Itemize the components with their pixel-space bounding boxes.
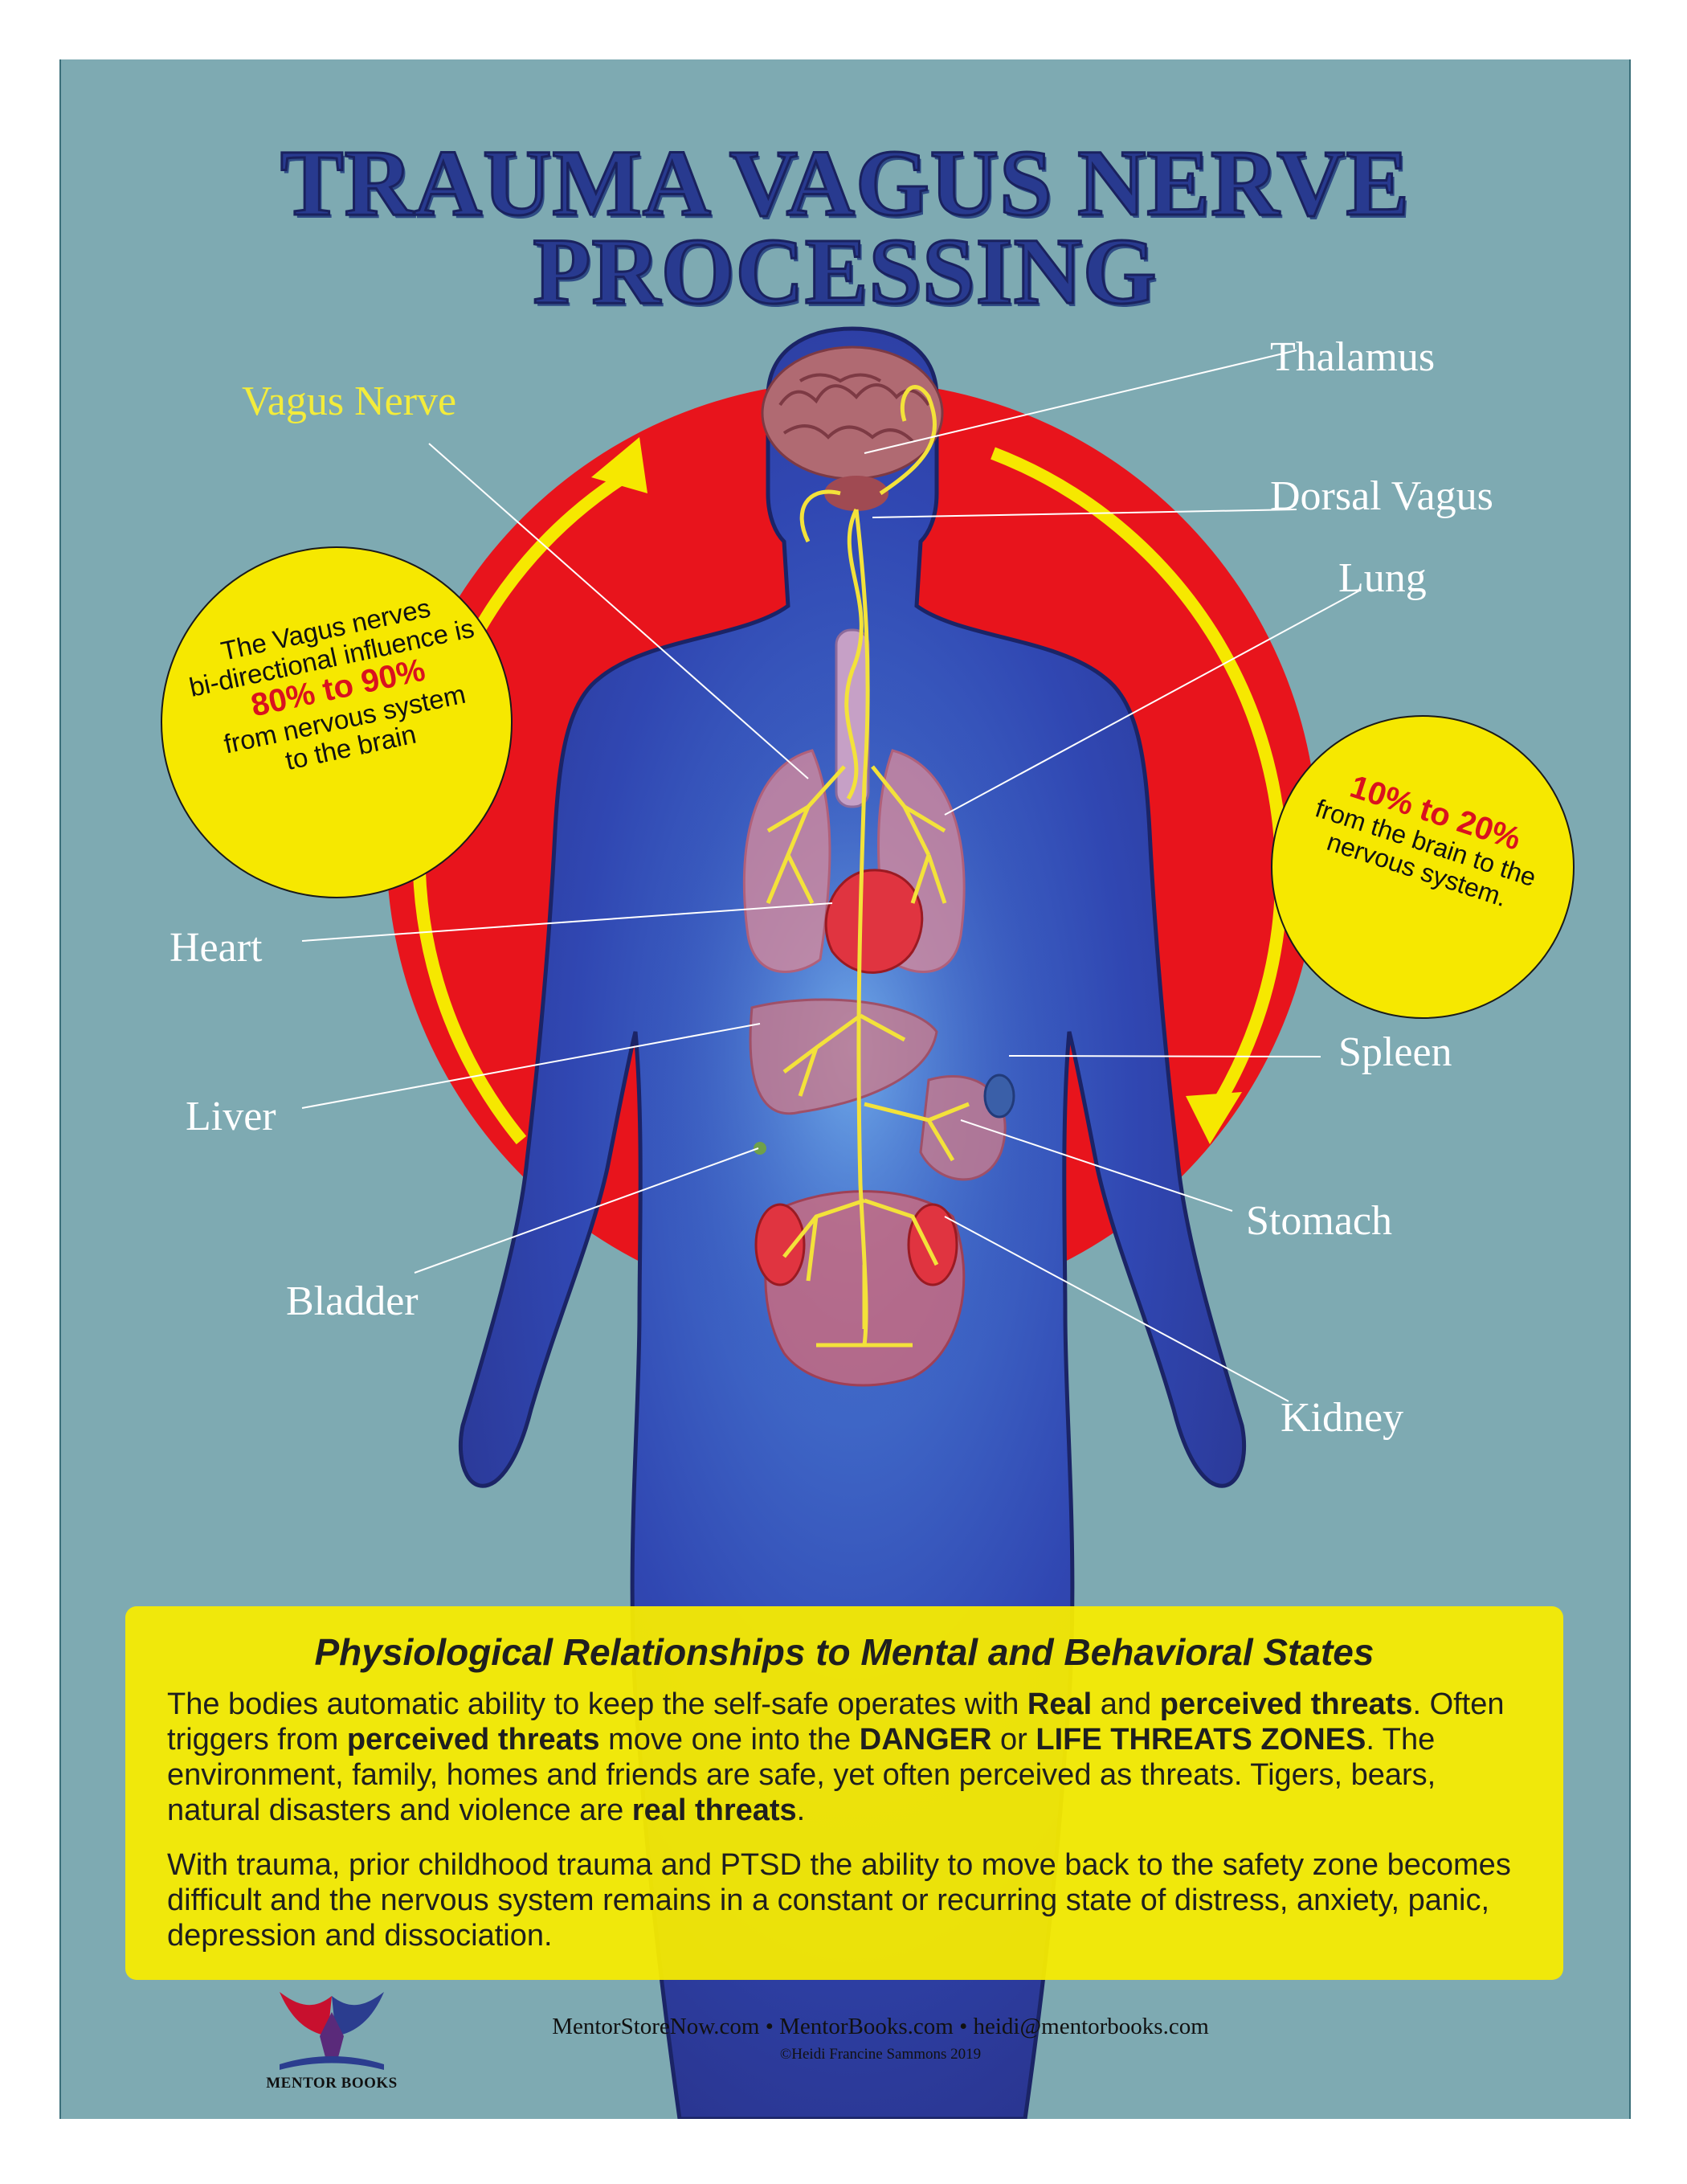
left-kidney <box>754 1203 806 1286</box>
label-kidney: Kidney <box>1281 1395 1404 1441</box>
footer-copyright: ©Heidi Francine Sammons 2019 <box>779 2046 982 2063</box>
label-thalamus: Thalamus <box>1270 334 1436 380</box>
arrow-head-icon <box>591 437 647 493</box>
label-spleen: Spleen <box>1338 1029 1452 1075</box>
leader-lines <box>301 350 1362 1402</box>
mentor-books-logo: MENTOR BOOKS <box>263 1980 400 2100</box>
page-title-line-2: PROCESSING <box>532 219 1158 324</box>
anatomy-illustration <box>161 326 1575 2119</box>
footer-links: MentorStoreNow.com • MentorBooks.com • h… <box>552 2014 1209 2039</box>
label-heart: Heart <box>170 925 263 971</box>
stomach <box>919 1075 1007 1181</box>
poster: TRAUMA VAGUS NERVE PROCESSING Vagus Nerv… <box>59 59 1631 2119</box>
label-bladder: Bladder <box>286 1278 419 1324</box>
label-liver: Liver <box>186 1094 276 1139</box>
arrow-head-icon <box>1186 1092 1242 1144</box>
vagus-nerve <box>766 385 970 1348</box>
page-title-line-1: TRAUMA VAGUS NERVE <box>279 130 1411 235</box>
bubbles <box>161 546 1575 1019</box>
label-lung: Lung <box>1338 555 1427 601</box>
info-paragraph-1: The bodies automatic ability to keep the… <box>167 1687 1505 1827</box>
right-bubble <box>1271 715 1575 1019</box>
heart <box>824 869 924 974</box>
right-kidney <box>907 1203 958 1286</box>
label-dorsal-vagus: Dorsal Vagus <box>1270 473 1493 519</box>
bladder <box>754 1142 766 1155</box>
info-paragraph-2: With trauma, prior childhood trauma and … <box>167 1848 1511 1953</box>
info-title: Physiological Relationships to Mental an… <box>314 1631 1375 1673</box>
phoenix-icon <box>280 1992 384 2070</box>
info-box: Physiological Relationships to Mental an… <box>125 1606 1563 1980</box>
label-stomach: Stomach <box>1246 1198 1392 1244</box>
logo-text: MENTOR BOOKS <box>266 2075 398 2092</box>
spleen <box>983 1074 1015 1119</box>
label-vagus-nerve: Vagus Nerve <box>242 378 457 424</box>
liver <box>749 998 938 1115</box>
left-bubble <box>161 546 513 898</box>
